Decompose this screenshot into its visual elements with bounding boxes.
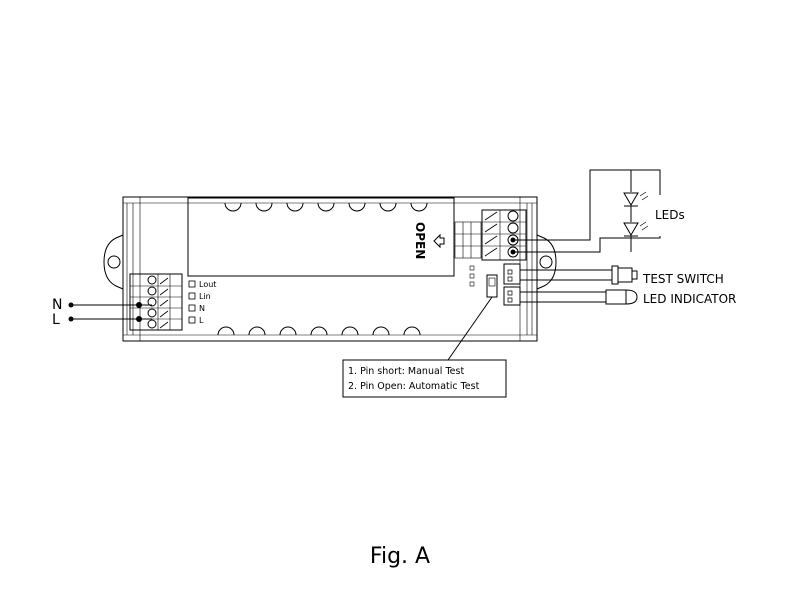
label-l: L bbox=[52, 312, 60, 328]
leds-label: LEDs bbox=[655, 208, 685, 222]
figure-caption: Fig. A bbox=[370, 544, 430, 569]
terminal-lin-label: Lin bbox=[199, 292, 211, 301]
led-return-wire bbox=[513, 169, 661, 241]
note-line-1: 1. Pin short: Manual Test bbox=[348, 366, 464, 377]
right-mounting-tab bbox=[536, 234, 557, 290]
terminal-l-label: L bbox=[199, 316, 204, 325]
open-arrow-icon bbox=[433, 233, 445, 249]
driver-housing bbox=[122, 196, 538, 342]
terminal-n-label: N bbox=[199, 304, 205, 313]
top-vent-bumps bbox=[224, 202, 428, 212]
led-indicator-icon bbox=[605, 289, 638, 305]
input-terminal-block bbox=[129, 273, 183, 331]
note-box bbox=[342, 359, 507, 398]
bottom-vent-bumps bbox=[217, 326, 421, 336]
left-mounting-tab bbox=[103, 234, 124, 290]
label-panel bbox=[187, 197, 455, 277]
note-line-2: 2. Pin Open: Automatic Test bbox=[348, 381, 480, 392]
test-switch-label: TEST SWITCH bbox=[642, 272, 724, 286]
terminal-lout-label: Lout bbox=[199, 280, 216, 289]
label-n: N bbox=[52, 297, 62, 313]
led-2-icon bbox=[623, 221, 649, 237]
led-supply-wire bbox=[513, 236, 661, 253]
led-1-icon bbox=[623, 191, 649, 207]
callout-leader bbox=[447, 296, 493, 361]
aux-connectors bbox=[486, 263, 521, 306]
test-switch-icon bbox=[611, 265, 638, 285]
open-label: OPEN bbox=[413, 222, 427, 259]
led-indicator-label: LED INDICATOR bbox=[643, 292, 736, 306]
